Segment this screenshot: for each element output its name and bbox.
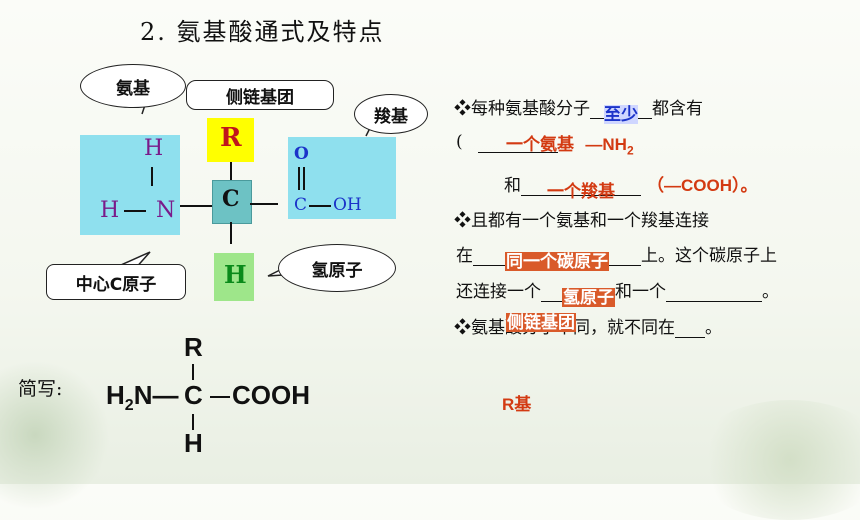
callout-central-c: 中心C原子 (46, 264, 186, 300)
callout-carboxyl: 羧基 (354, 94, 428, 134)
atom-c-central: C (222, 186, 240, 212)
atom-h-bottom: H (224, 260, 247, 289)
text-line-1: ❖每种氨基酸分子至少都含有 (454, 99, 703, 124)
callout-central-c-label: 中心C原子 (75, 274, 157, 295)
blank-one-carboxyl: 一个羧基 (521, 177, 641, 201)
bullet-diamond-icon: ❖ (454, 211, 471, 231)
bullet-diamond-icon: ❖ (454, 318, 471, 338)
page-title: 2. 氨基酸通式及特点 (140, 18, 385, 46)
answer-at-least: 至少 (604, 105, 638, 124)
cooh-text: （—COOH）。 (647, 176, 758, 195)
callout-amino-label: 氨基 (116, 78, 150, 99)
shorthand-r: R (184, 332, 203, 362)
callout-hydrogen-label: 氢原子 (311, 260, 363, 281)
amino-h-left: H (100, 198, 120, 223)
text-line-3: 和一个羧基（—COOH）。 (504, 176, 758, 201)
answer-side-chain: 侧链基团 (506, 313, 576, 332)
blank-hydrogen: 氢原子 (541, 283, 615, 307)
callout-carboxyl-label: 羧基 (374, 106, 408, 127)
carboxyl-group-box (288, 137, 396, 219)
answer-r-group: R基 (502, 395, 532, 414)
answer-one-carboxyl: 一个羧基 (547, 182, 615, 201)
text-line-4: ❖且都有一个氨基和一个羧基连接 (454, 211, 709, 231)
text-line-5: 在同一个碳原子上。这个碳原子上 (456, 246, 777, 271)
amino-group-box (80, 135, 180, 235)
answer-same-carbon: 同一个碳原子 (505, 252, 609, 271)
atom-r: R (220, 123, 242, 153)
shorthand-formula: R H2N— C COOH H (106, 332, 346, 462)
answer-hydrogen: 氢原子 (562, 288, 615, 307)
carboxyl-c: C (294, 195, 308, 215)
shorthand-h: H (184, 428, 203, 458)
callout-side-chain: 侧链基团 (186, 80, 334, 110)
hydrogen-box (214, 253, 254, 301)
shorthand-bonds (192, 364, 230, 430)
blank-one-amino (478, 134, 558, 153)
callout-side-chain-label: 侧链基团 (226, 87, 294, 108)
text-line-2: ( (456, 132, 463, 152)
blank-same-carbon: 同一个碳原子 (473, 247, 641, 271)
carboxyl-oh: OH (333, 195, 362, 215)
answer-one-amino: 一个氨基 —NH2 (506, 135, 634, 158)
bullet-diamond-icon: ❖ (454, 99, 471, 119)
r-group-box (207, 118, 254, 162)
shorthand-cooh: COOH (232, 380, 310, 410)
shorthand-h2n: H2N— (106, 380, 179, 415)
shorthand-c: C (184, 380, 203, 410)
text-line-6: 还连接一个氢原子和一个。 (456, 282, 779, 307)
blank-at-least: 至少 (590, 100, 652, 124)
text-line-7: ❖氨基酸分子不同，就不同在。 (454, 318, 722, 338)
carboxyl-o: O (294, 144, 309, 164)
shorthand-label: 简写: (18, 378, 63, 400)
blank-side-chain (666, 283, 762, 302)
callout-hydrogen: 氢原子 (278, 244, 396, 292)
callout-amino: 氨基 (80, 64, 186, 108)
amino-n: N (156, 198, 176, 223)
blank-r-group (675, 319, 705, 338)
amino-h-top: H (144, 136, 164, 161)
